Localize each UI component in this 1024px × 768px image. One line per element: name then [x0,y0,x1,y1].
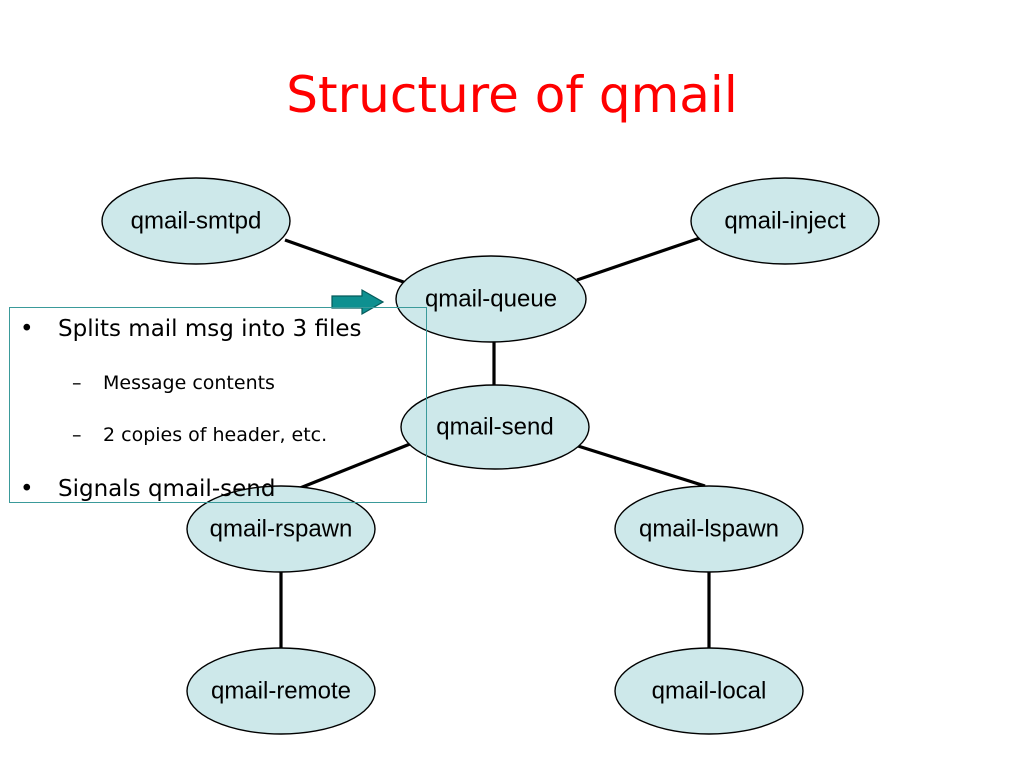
node-qmail-local: qmail-local [614,647,804,735]
bullet-item: • Signals qmail-send [20,476,275,502]
node-label: qmail-rspawn [210,516,353,543]
bullet-text: Signals qmail-send [58,476,276,502]
node-label: qmail-lspawn [639,516,779,543]
edge-send-rspawn [299,442,411,490]
edge-send-lspawn [577,444,706,488]
node-qmail-send: qmail-send [400,384,590,470]
note-callout-box [9,307,427,503]
node-label: qmail-queue [425,286,557,313]
node-qmail-inject: qmail-inject [690,177,880,265]
right-arrow-icon [331,288,385,316]
sub-bullet-mark: – [72,372,82,394]
slide-title: Structure of qmail [286,66,738,124]
sub-bullet-item: –2 copies of header, etc. [72,424,327,446]
node-label: qmail-local [652,678,767,705]
bullet-text: Splits mail msg into 3 files [58,316,362,342]
node-label: qmail-remote [211,678,351,705]
edge-smtpd-queue [284,238,413,287]
node-qmail-queue: qmail-queue [395,255,587,343]
node-qmail-lspawn: qmail-lspawn [614,485,804,573]
sub-bullet-text: 2 copies of header, etc. [103,424,328,446]
edge-inject-queue [576,236,701,282]
node-label: qmail-inject [724,208,846,235]
sub-bullet-item: –Message contents [72,372,275,394]
node-qmail-remote: qmail-remote [186,647,376,735]
bullet-mark: • [20,476,34,502]
node-label: qmail-send [436,414,553,441]
node-qmail-smtpd: qmail-smtpd [101,177,291,265]
bullet-mark: • [20,316,34,342]
bullet-item: • Splits mail msg into 3 files [20,316,362,342]
node-label: qmail-smtpd [131,208,262,235]
node-qmail-rspawn: qmail-rspawn [186,485,376,573]
sub-bullet-mark: – [72,424,82,446]
sub-bullet-text: Message contents [103,372,275,394]
